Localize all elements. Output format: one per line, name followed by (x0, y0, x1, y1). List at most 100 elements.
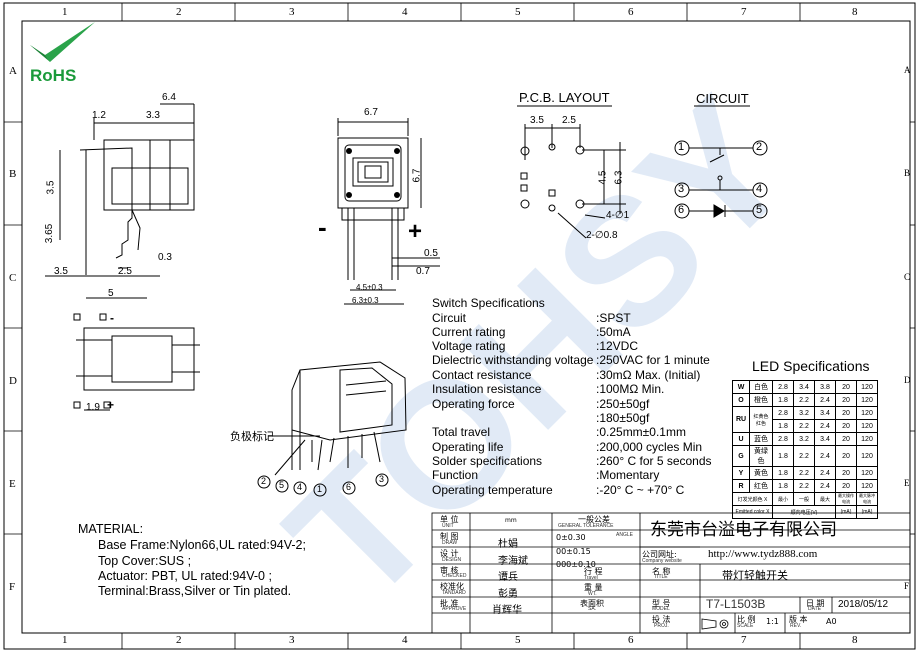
iso-pin-1: 1 (317, 484, 323, 494)
company-website[interactable]: http://www.tydz888.com (708, 548, 818, 560)
tb-sa-label-en: SA. (588, 606, 597, 612)
dim-3-5-vertical: 3.5 (45, 180, 57, 195)
tb-model-label-en: MODEL (652, 606, 670, 612)
tb-design-label: 设 计 (440, 549, 459, 558)
spec-value: :-20° C ~ +70° C (596, 483, 685, 497)
circuit-pin-6: 6 (678, 204, 685, 216)
spec-label: Contact resistance (432, 368, 532, 382)
col-label-6-bottom: 6 (628, 634, 634, 646)
front-view-marks (346, 148, 400, 198)
table-cell: (mA) (856, 505, 878, 519)
bottom-plus-sign: + (107, 398, 115, 412)
spec-label: Operating temperature (432, 483, 553, 497)
dim-0-7: 0.7 (416, 266, 430, 277)
col-label-2: 2 (176, 6, 182, 18)
table-cell: 蓝色 (749, 432, 773, 446)
tb-weight-label-en: WT. (588, 591, 597, 597)
col-label-3-bottom: 3 (289, 634, 295, 646)
table-cell: 120 (856, 432, 878, 446)
spec-label: Insulation resistance (432, 382, 542, 396)
col-label-1: 1 (62, 6, 68, 18)
table-footer-row: Emitted color X 顺向电压(V) (mA) (mA) (732, 505, 878, 519)
tb-tolerance-label-en: GENERAL TOLERANCE (558, 523, 614, 529)
table-cell: 最大 (814, 492, 836, 506)
table-cell: 1.8 (772, 466, 794, 480)
title-block-lines (431, 512, 911, 634)
table-cell: 2.4 (814, 419, 836, 433)
row-label-f-right: F (904, 581, 910, 591)
table-cell: 灯发光颜色 X (732, 492, 773, 506)
table-cell: 红色 (749, 479, 773, 493)
spec-label: Voltage rating (432, 339, 506, 353)
table-cell: 20 (835, 466, 857, 480)
col-label-4-bottom: 4 (402, 634, 408, 646)
tb-projection-label: 投 法 (652, 615, 671, 624)
table-cell: 3.4 (814, 432, 836, 446)
material-line: Top Cover:SUS ; (98, 554, 192, 568)
front-view-drawing (337, 118, 440, 305)
table-cell: 3.2 (793, 432, 815, 446)
grid-ticks (4, 3, 915, 649)
tb-design-value: 李海斌 (498, 556, 528, 567)
bottom-view-drawing (73, 313, 200, 411)
table-cell: 一般 (793, 492, 815, 506)
table-cell: 3.2 (793, 406, 815, 420)
table-cell: 最大脉冲电流 (856, 492, 878, 506)
plus-sign: + (408, 218, 423, 245)
table-cell: R (732, 479, 750, 493)
pcb-dim-3-5: 3.5 (530, 115, 544, 126)
table-cell: U (732, 432, 750, 446)
dim-3-5: 3.5 (54, 266, 68, 277)
spec-label: Current rating (432, 325, 506, 339)
table-cell: 2.4 (814, 466, 836, 480)
tb-title-label: 名 称 (652, 567, 671, 576)
table-cell: W (732, 380, 750, 394)
table-cell: 1.8 (772, 445, 794, 467)
table-cell: 120 (856, 479, 878, 493)
dim-0-5: 0.5 (424, 248, 438, 259)
tb-approve-label-en: APPROVE (442, 606, 467, 612)
led-specs-title: LED Specifications (752, 358, 870, 374)
tb-weight-label: 重 量 (584, 583, 603, 592)
spec-value: :250VAC for 1 minute (596, 353, 710, 367)
col-label-6: 6 (628, 6, 634, 18)
iso-pin-2: 2 (261, 476, 267, 486)
tb-standard-value: 彭勇 (498, 589, 518, 600)
table-cell: 1.8 (772, 479, 794, 493)
tb-unit-label: 单 位 (440, 515, 459, 524)
dim-3-65: 3.65 (44, 223, 56, 244)
tb-model-value: T7-L1503B (706, 597, 766, 611)
spec-label: Circuit (432, 311, 467, 325)
tb-date-label: 日 期 (806, 599, 825, 608)
iso-pin-6: 6 (346, 482, 352, 492)
dim-1-9: 1.9 (86, 402, 100, 413)
side-view-drawing (45, 103, 195, 299)
table-cell: 1.8 (772, 393, 794, 407)
pcb-dim-6-3: 6.3 (613, 170, 625, 185)
table-cell: 120 (856, 445, 878, 467)
pcb-layout-title: P.C.B. LAYOUT (519, 90, 610, 105)
col-label-5-bottom: 5 (515, 634, 521, 646)
tb-revision-label: 版 本 (789, 615, 808, 624)
table-cell: (mA) (835, 505, 857, 519)
col-label-7-bottom: 7 (741, 634, 747, 646)
tb-angle-label: ANGLE (616, 532, 633, 538)
table-cell: 2.2 (793, 445, 815, 467)
pin-circles (257, 473, 389, 497)
circuit-pin-1: 1 (678, 141, 685, 153)
table-cell: 2.2 (793, 419, 815, 433)
dim-2-5: 2.5 (118, 266, 132, 277)
row-label-c: C (9, 272, 17, 284)
spec-value: :12VDC (596, 339, 639, 353)
tb-draw-value: 杜娟 (498, 539, 518, 550)
table-cell: RU (732, 406, 750, 433)
dim-6-3-tol: 6.3±0.3 (352, 296, 379, 305)
tb-travel-label-en: Travel (584, 575, 598, 581)
table-cell: 橙色 (749, 393, 773, 407)
table-footer-row: 灯发光颜色 X 最小 一般 最大 最大操作电流 最大脉冲电流 (732, 492, 878, 506)
table-cell: 20 (835, 419, 857, 433)
